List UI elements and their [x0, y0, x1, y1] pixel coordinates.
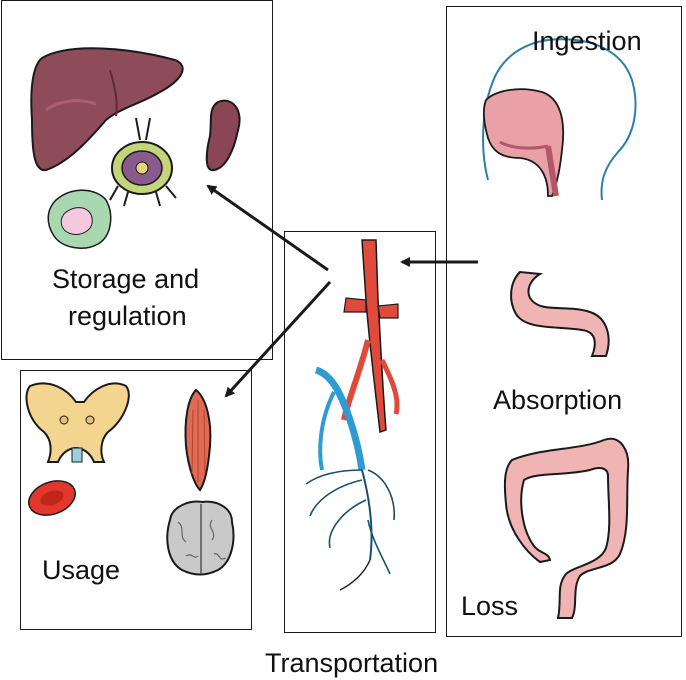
liver-icon [30, 47, 184, 172]
arrow-to-storage [206, 184, 329, 272]
pelvis-icon [25, 382, 130, 463]
lymph-node-icon [109, 117, 177, 207]
loss-label: Loss [461, 591, 519, 621]
transportation-label: Transportation [265, 648, 439, 678]
small-intestine-icon [510, 270, 610, 357]
large-intestine-icon [503, 437, 630, 619]
storage-label-line2: regulation [68, 301, 187, 331]
muscle-icon [184, 388, 212, 492]
head-icon [482, 38, 637, 201]
usage-label: Usage [42, 555, 121, 585]
red-blood-cell-icon [28, 480, 76, 516]
brain-icon [166, 500, 235, 576]
absorption-label: Absorption [493, 385, 623, 415]
arrow-to-usage [224, 280, 332, 398]
storage-label-line1: Storage and [52, 264, 200, 294]
ingestion-label: Ingestion [532, 26, 642, 56]
immune-cell-icon [47, 189, 112, 249]
spleen-icon [205, 99, 241, 172]
transportation-panel [284, 231, 436, 633]
blood-vessels-icon [305, 239, 400, 591]
